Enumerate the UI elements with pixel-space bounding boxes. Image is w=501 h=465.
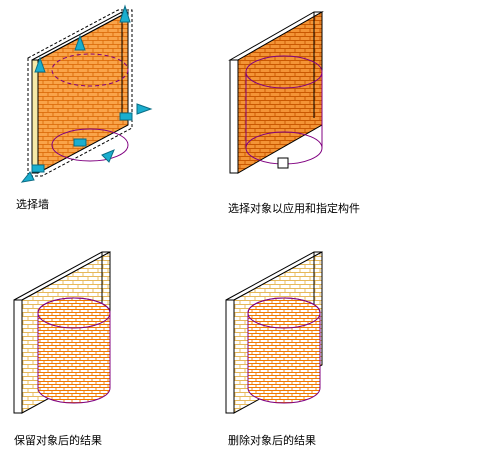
cylinder-top-ellipse bbox=[37, 297, 111, 329]
grip-square-left[interactable] bbox=[31, 164, 45, 173]
grip-arrow-right[interactable] bbox=[136, 103, 153, 115]
caption-keep-objects: 保留对象后的结果 bbox=[14, 434, 102, 447]
wall-face bbox=[37, 11, 129, 174]
wall-keep-result-drawing bbox=[13, 251, 111, 414]
panel-erase-objects: 删除对象后的结果 bbox=[222, 240, 462, 465]
grip-arrow-diag[interactable] bbox=[101, 149, 115, 163]
wall-erase-result-drawing bbox=[225, 251, 323, 414]
grip-arrow-up-mid[interactable] bbox=[74, 34, 86, 51]
panel-keep-objects: 保留对象后的结果 bbox=[10, 240, 250, 465]
panel-select-objects: 选择对象以应用和指定构件 bbox=[222, 0, 462, 225]
cylinder-body bbox=[247, 297, 321, 404]
panel-select-wall: 选择墙 bbox=[10, 0, 250, 225]
caption-select-objects: 选择对象以应用和指定构件 bbox=[228, 202, 360, 215]
wall-side-face bbox=[13, 299, 23, 414]
cylinder-top-ellipse bbox=[247, 297, 321, 329]
caption-select-wall: 选择墙 bbox=[16, 198, 49, 211]
grip-arrow-up-right[interactable] bbox=[119, 4, 131, 23]
wall-with-objects-drawing[interactable] bbox=[222, 0, 462, 200]
wall-selected-drawing[interactable] bbox=[10, 0, 250, 200]
cylinder-top-ellipse bbox=[51, 53, 129, 87]
wall-face bbox=[237, 11, 323, 174]
wall-side-face bbox=[229, 59, 239, 174]
wall-side-face bbox=[31, 59, 39, 174]
grip-arrow-up-left[interactable] bbox=[34, 56, 46, 73]
grip-arrow-down-left[interactable] bbox=[20, 171, 35, 183]
cylinder-bottom-ellipse bbox=[51, 128, 129, 162]
grip-square-right[interactable] bbox=[119, 112, 133, 121]
grip-square-mid[interactable] bbox=[73, 138, 87, 147]
caption-erase-objects: 删除对象后的结果 bbox=[228, 434, 316, 447]
wall-side-face bbox=[225, 299, 235, 414]
cylinder-body bbox=[37, 297, 111, 404]
pick-box[interactable] bbox=[277, 157, 289, 169]
